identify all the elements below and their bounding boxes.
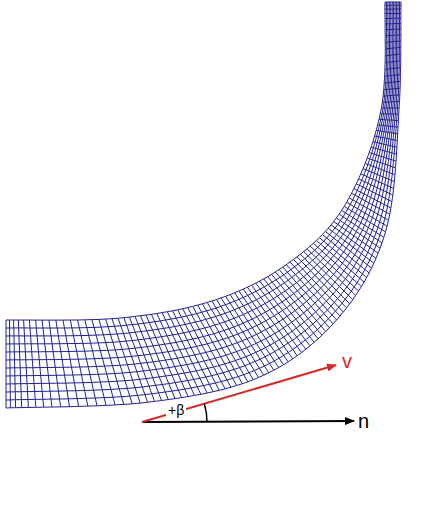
- vector-label: v: [340, 350, 354, 372]
- vector-label: n: [356, 410, 371, 432]
- velocity-vector: [142, 365, 336, 422]
- normal-vector: [142, 421, 354, 422]
- angle-label: +β: [166, 402, 186, 418]
- angle-arc: [204, 404, 207, 422]
- mesh-lines: [6, 2, 401, 408]
- mesh-grid: [6, 2, 401, 408]
